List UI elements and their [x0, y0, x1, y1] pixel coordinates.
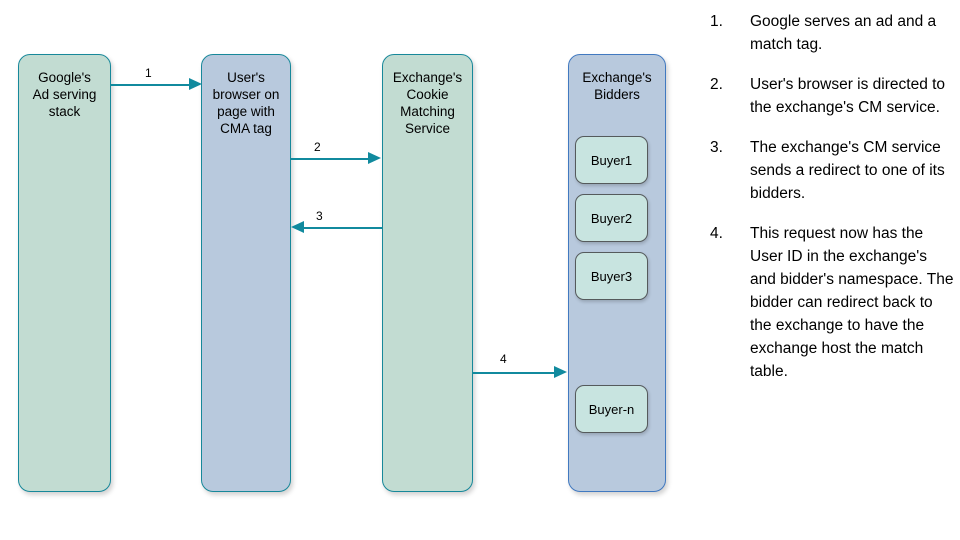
arrow-3-label: 3 [316, 209, 323, 223]
buyer-box-buyer1: Buyer1 [575, 136, 648, 184]
arrow-1-label: 1 [145, 66, 152, 80]
steps-list: 1. Google serves an ad and a match tag. … [710, 10, 955, 400]
step-text: User's browser is directed to the exchan… [750, 76, 946, 116]
list-item: 4. This request now has the User ID in t… [710, 222, 955, 383]
buyer-label-buyer1: Buyer1 [590, 153, 633, 168]
buyer-box-buyer2: Buyer2 [575, 194, 648, 242]
step-number: 2. [710, 76, 723, 93]
lane-label-exchange-cookie-matching-service: Exchange's Cookie Matching Service [392, 70, 463, 136]
lane-users-browser: User's browser on page with CMA tag [201, 54, 291, 492]
step-number: 3. [710, 139, 723, 156]
lane-exchange-cookie-matching-service: Exchange's Cookie Matching Service [382, 54, 473, 492]
arrow-1-line [111, 84, 191, 86]
step-text: Google serves an ad and a match tag. [750, 13, 937, 53]
buyer-box-buyer-n: Buyer-n [575, 385, 648, 433]
buyer-label-buyer3: Buyer3 [590, 269, 633, 284]
step-text: The exchange's CM service sends a redire… [750, 139, 945, 202]
list-item: 1. Google serves an ad and a match tag. [710, 10, 955, 56]
arrow-2-label: 2 [314, 140, 321, 154]
lane-google-ad-serving-stack: Google's Ad serving stack [18, 54, 111, 492]
lane-label-google-ad-serving-stack: Google's Ad serving stack [32, 70, 97, 119]
list-item: 2. User's browser is directed to the exc… [710, 73, 955, 119]
lane-label-exchange-bidders: Exchange's Bidders [582, 70, 652, 102]
arrow-3-head-left-icon [291, 221, 304, 233]
arrow-3-line [303, 227, 382, 229]
arrow-4-line [473, 372, 556, 374]
arrow-1-head-right-icon [189, 78, 202, 90]
arrow-4-head-right-icon [554, 366, 567, 378]
cookie-matching-diagram: Google's Ad serving stack User's browser… [18, 54, 666, 492]
step-number: 1. [710, 13, 723, 30]
buyer-label-buyer-n: Buyer-n [588, 402, 635, 417]
buyer-label-buyer2: Buyer2 [590, 211, 633, 226]
arrow-4-label: 4 [500, 352, 507, 366]
step-number: 4. [710, 225, 723, 242]
step-text: This request now has the User ID in the … [750, 225, 954, 380]
arrow-2-head-right-icon [368, 152, 381, 164]
arrow-2-line [291, 158, 369, 160]
lane-label-users-browser: User's browser on page with CMA tag [212, 70, 280, 136]
buyer-box-buyer3: Buyer3 [575, 252, 648, 300]
list-item: 3. The exchange's CM service sends a red… [710, 136, 955, 205]
